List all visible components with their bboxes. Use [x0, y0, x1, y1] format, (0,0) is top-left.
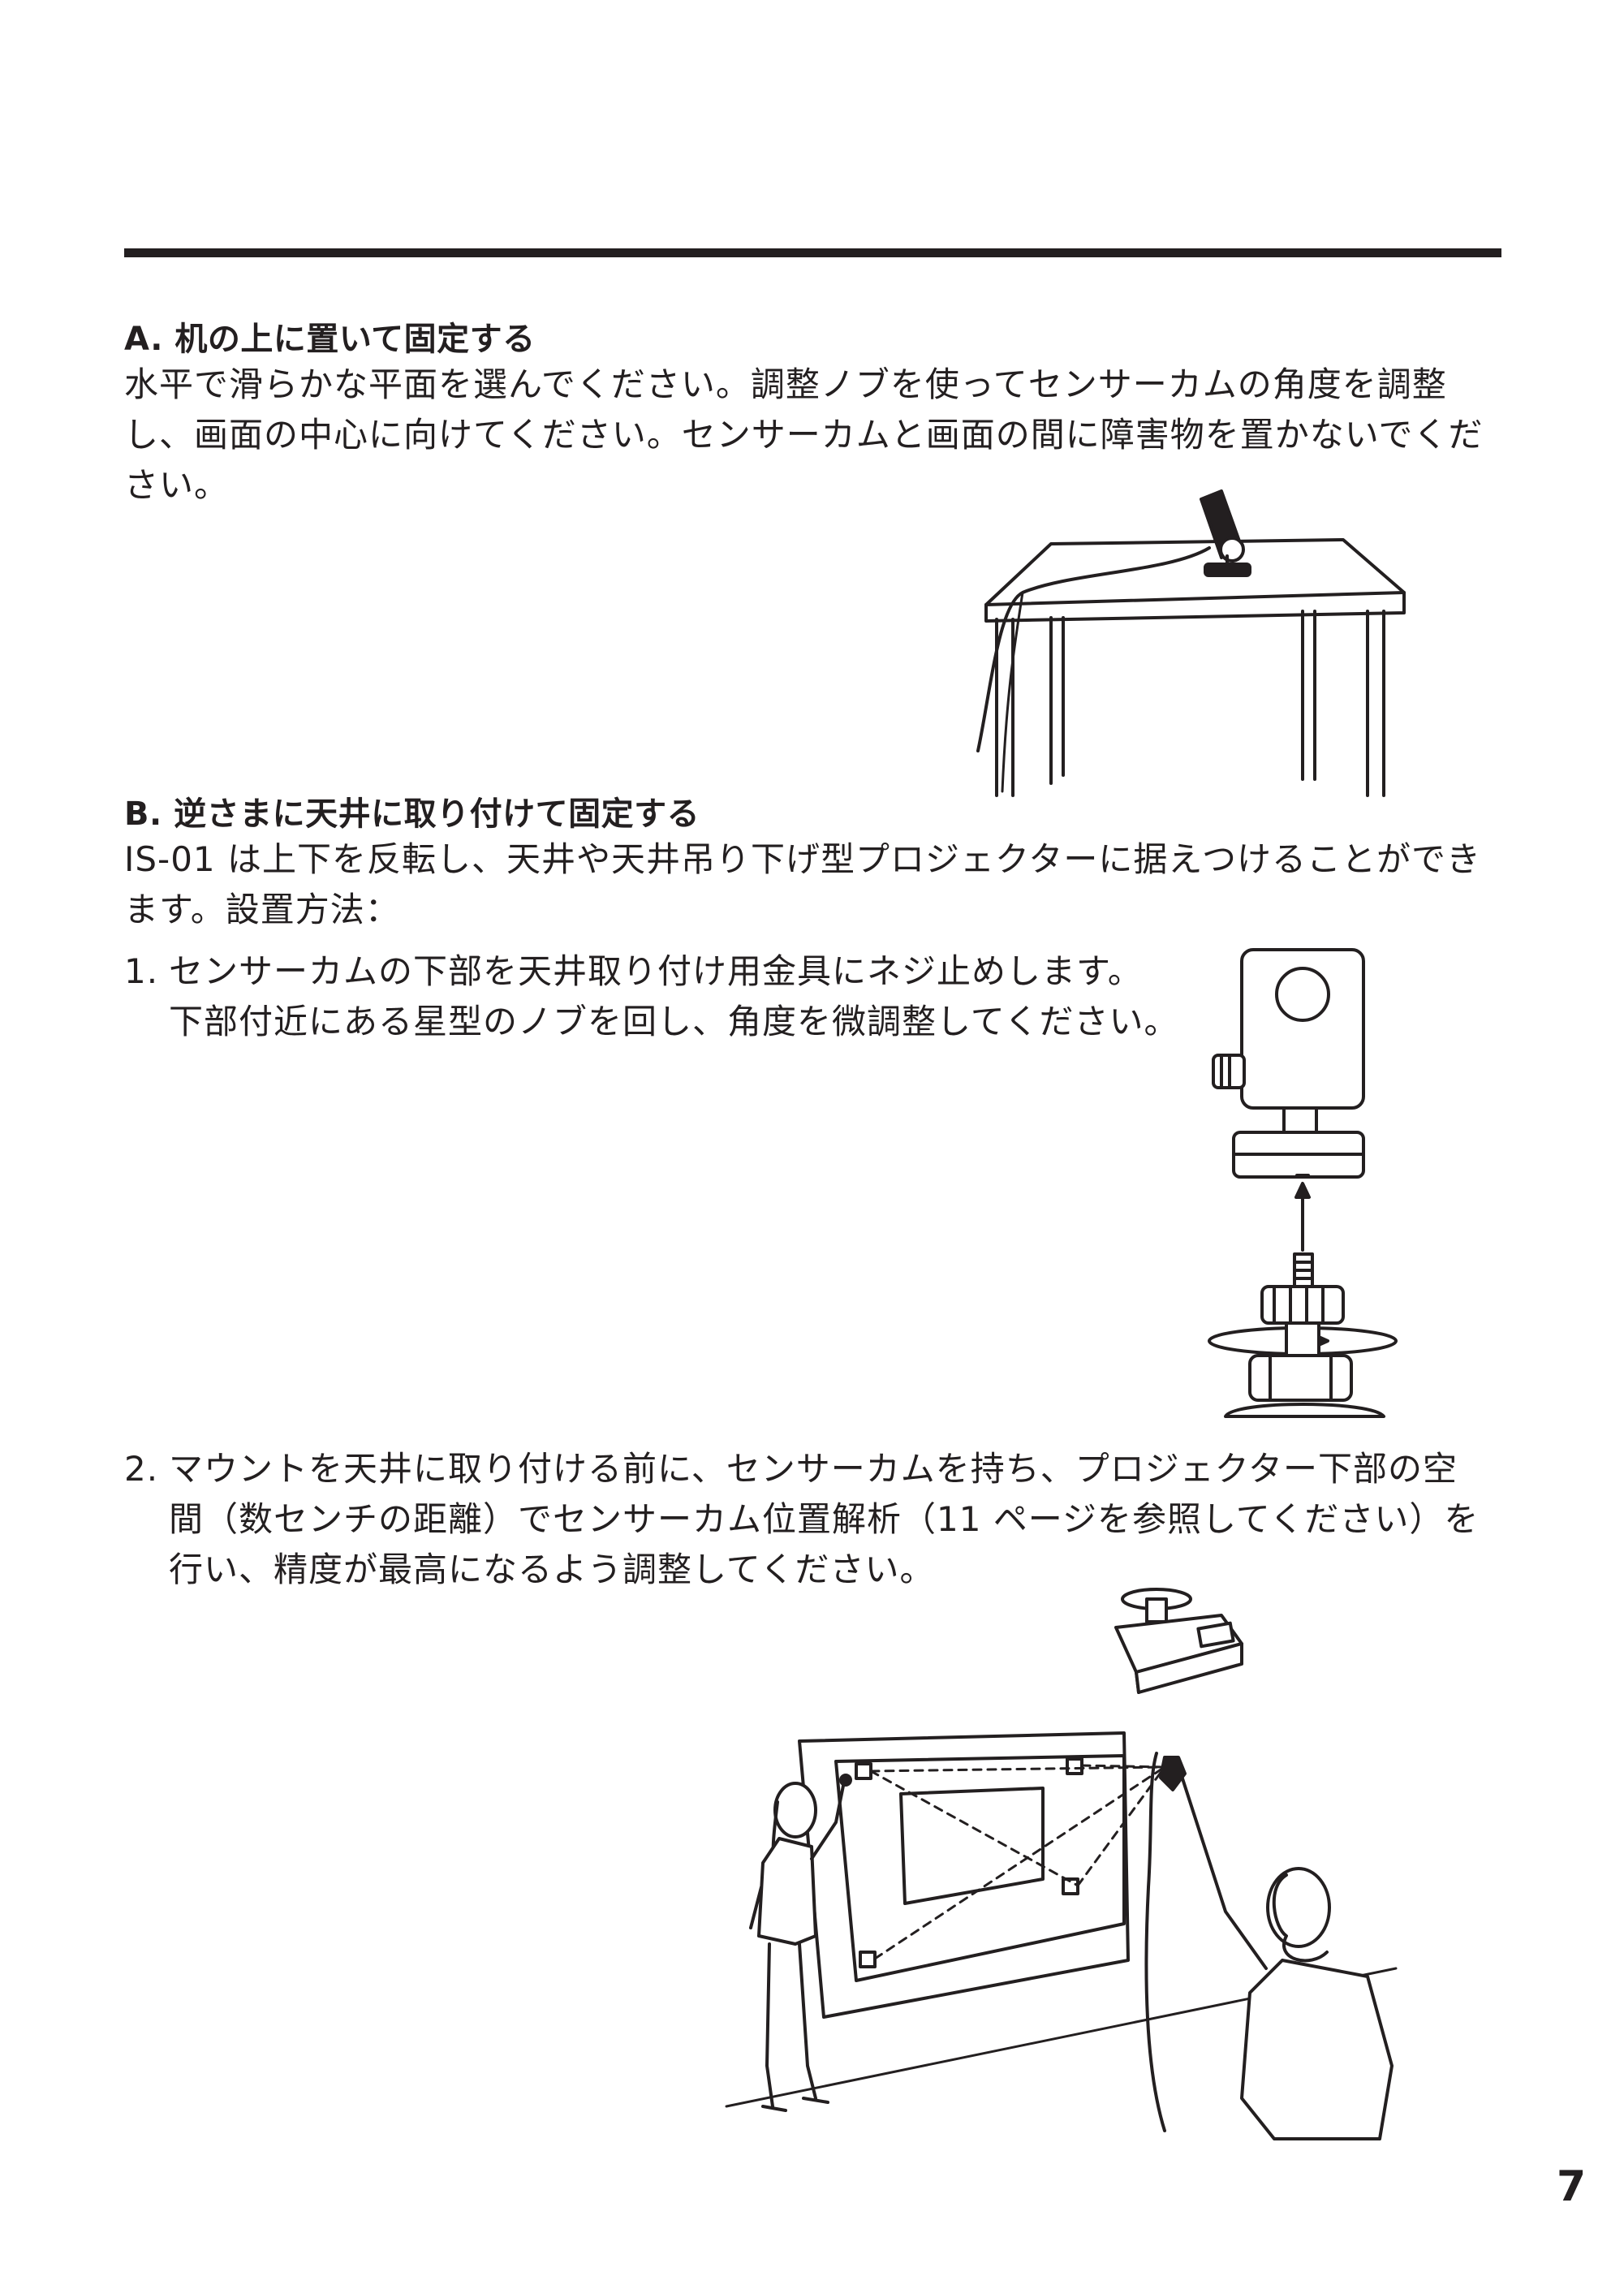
step-1: 1.センサーカムの下部を天井取り付け用金具にネジ止めします。 下部付近にある星型…: [124, 946, 1178, 1047]
desk-mount-illustration: [974, 483, 1412, 800]
section-a-heading: A. 机の上に置いて固定する: [124, 321, 536, 358]
section-b-line: ます。設置方法：: [124, 890, 400, 929]
step-text: マウントを天井に取り付ける前に、センサーカムを持ち、プロジェクター下部の空: [169, 1449, 1458, 1489]
calibration-illustration: [714, 1579, 1420, 2147]
ceiling-mount-illustration: [1193, 942, 1404, 1420]
step-2: 2.マウントを天井に取り付ける前に、センサーカムを持ち、プロジェクター下部の空 …: [124, 1444, 1479, 1595]
step-text: 下部付近にある星型のノブを回し、角度を微調整してください。: [169, 1002, 1179, 1041]
section-a-body: 水平で滑らかな平面を選んでください。調整ノブを使ってセンサーカムの角度を調整 し…: [124, 360, 1504, 511]
section-b-line: IS-01 は上下を反転し、天井や天井吊り下げ型プロジェクターに据えつけることが…: [124, 839, 1482, 879]
section-b-heading: B. 逆さまに天井に取り付けて固定する: [124, 795, 700, 833]
step-text: 行い、精度が最高になるよう調整してください。: [169, 1550, 935, 1589]
step-text: 間（数センチの距離）でセンサーカム位置解析（11 ページを参照してください）を: [169, 1499, 1480, 1539]
page-number: 7: [1557, 2162, 1587, 2211]
section-a-line: し、画面の中心に向けてください。センサーカムと画面の間に障害物を置かないでくだ: [124, 415, 1484, 455]
section-a-line: 水平で滑らかな平面を選んでください。調整ノブを使ってセンサーカムの角度を調整: [124, 364, 1447, 404]
top-rule: [124, 248, 1501, 257]
section-b-intro: IS-01 は上下を反転し、天井や天井吊り下げ型プロジェクターに据えつけることが…: [124, 834, 1504, 935]
section-a-line: さい。: [124, 465, 230, 505]
step-number: 2.: [124, 1449, 159, 1489]
step-text: センサーカムの下部を天井取り付け用金具にネジ止めします。: [169, 951, 1143, 991]
step-number: 1.: [124, 951, 159, 991]
